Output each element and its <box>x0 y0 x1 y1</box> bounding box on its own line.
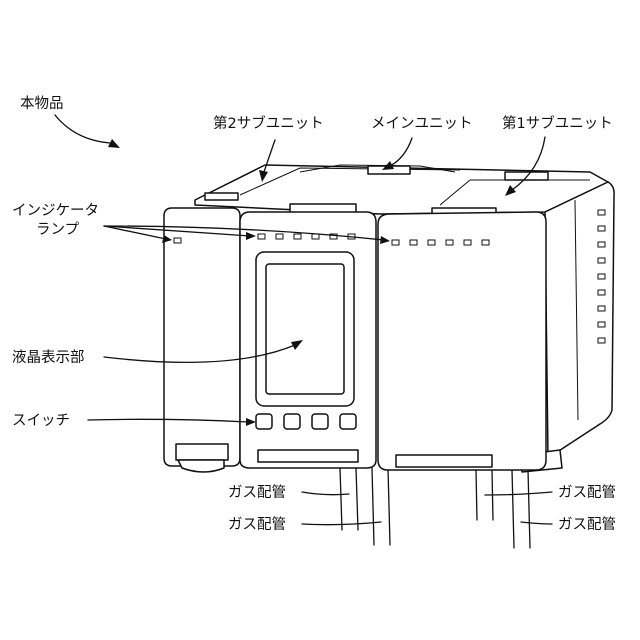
top-connector-left <box>205 193 238 200</box>
sub-unit-1-front <box>378 212 546 470</box>
top-connector-right <box>505 172 548 180</box>
sub-unit-2-front <box>164 208 240 466</box>
switch-4 <box>340 414 356 429</box>
sub-unit-2-bottom-label <box>176 444 228 460</box>
label-main-unit: メインユニット <box>371 116 473 132</box>
label-indicator-lamp-line2: ランプ <box>36 221 80 238</box>
switch-2 <box>284 414 300 429</box>
sub-unit-1 <box>378 212 546 470</box>
label-indicator-lamp-line1: インジケータ <box>12 202 99 219</box>
label-object: 本物品 <box>20 95 64 112</box>
sub-unit-2 <box>164 208 240 472</box>
sub-unit-2-indicator-lamp <box>174 238 181 243</box>
label-switch: スイッチ <box>12 413 70 429</box>
leader-main-unit <box>390 138 412 166</box>
label-sub-unit-2: 第2サブユニット <box>213 114 324 132</box>
main-unit-bottom-label <box>258 450 358 462</box>
label-gas-pipe-4: ガス配管 <box>558 516 616 533</box>
label-lcd: 液晶表示部 <box>12 349 85 366</box>
leader-object <box>55 115 110 143</box>
sub-unit-1-bottom-label <box>396 455 492 467</box>
sub-unit-2-bottom-fitting <box>178 460 224 472</box>
switch-1 <box>256 414 272 429</box>
gas-pipe-right-rear <box>512 470 530 548</box>
label-gas-pipe-3: ガス配管 <box>558 484 616 501</box>
leader-gas-4 <box>521 522 552 524</box>
main-unit <box>240 212 376 468</box>
label-sub-unit-1: 第1サブユニット <box>502 114 613 132</box>
lcd-screen <box>266 264 344 394</box>
leader-gas-3 <box>485 492 552 495</box>
rear-housing <box>195 165 608 216</box>
switch-3 <box>312 414 328 429</box>
label-gas-pipe-1: ガス配管 <box>228 484 286 501</box>
label-gas-pipe-2: ガス配管 <box>228 516 286 533</box>
gas-pipe-left-rear <box>372 468 390 545</box>
gas-pipes <box>340 468 530 548</box>
right-side-face <box>545 182 614 458</box>
gas-pipe-left-front <box>340 468 358 530</box>
leader-gas-1 <box>302 492 349 495</box>
